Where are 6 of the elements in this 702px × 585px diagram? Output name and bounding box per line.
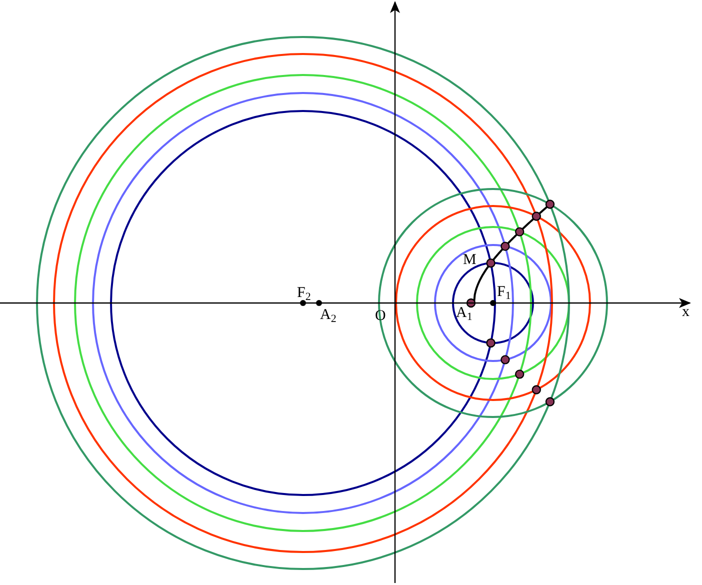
point-label: M (463, 253, 476, 268)
point-label: F$_{2}$ (297, 286, 311, 301)
point-label: A$_{1}$ (456, 306, 472, 321)
point-label: F$_{1}$ (497, 285, 511, 300)
point-label: A$_{2}$ (320, 308, 336, 323)
axis-label: x (682, 305, 690, 320)
